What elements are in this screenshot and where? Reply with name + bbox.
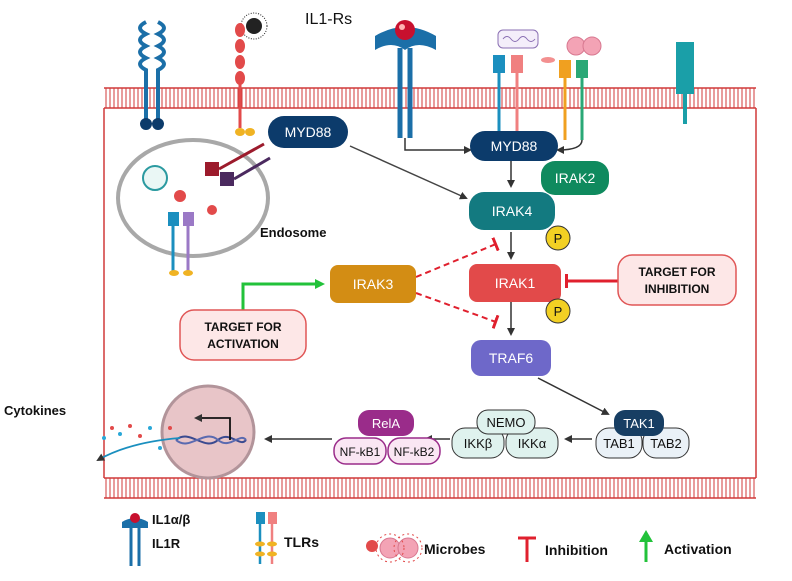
- cytokines-label: Cytokines: [4, 403, 66, 418]
- myd88-endosome-label: MYD88: [285, 124, 332, 140]
- irak1-phospho-label: P: [554, 304, 563, 319]
- irak1-label: IRAK1: [495, 275, 536, 291]
- nemo-label: NEMO: [487, 415, 526, 430]
- target-inhibition-line1: TARGET FOR: [638, 265, 715, 279]
- target-inhibition-box: TARGET FOR INHIBITION: [617, 254, 737, 306]
- legend-inhibition-label: Inhibition: [545, 542, 608, 558]
- irak4-phospho-label: P: [554, 231, 563, 246]
- tak1-complex: TAB1 TAB2 TAK1: [595, 410, 690, 459]
- myd88-node: MYD88: [470, 131, 558, 161]
- legend-activation-icon: [639, 530, 653, 562]
- ikkb-label: IKKβ: [464, 436, 492, 451]
- target-inhibition-line2: INHIBITION: [645, 282, 710, 296]
- nfkb2-label: NF-kB2: [394, 445, 435, 459]
- myd88-label: MYD88: [491, 138, 538, 154]
- irak3-inhibition-lines: [415, 237, 500, 329]
- irak1-node: IRAK1: [469, 264, 561, 302]
- irak3-node: IRAK3: [330, 265, 416, 303]
- tab1-label: TAB1: [603, 436, 635, 451]
- legend-microbes-label: Microbes: [424, 541, 486, 557]
- legend-il1r-label: IL1R: [152, 536, 181, 551]
- endosome: [116, 138, 271, 276]
- endosome-label: Endosome: [260, 225, 326, 240]
- irak3-label: IRAK3: [353, 276, 394, 292]
- activation-arrow: [241, 279, 325, 310]
- irak2-node: IRAK2: [541, 161, 609, 195]
- legend: IL1α/β IL1R TLRs Microbes Inhibition: [122, 512, 732, 566]
- legend-inhibition-icon: [518, 536, 536, 562]
- tak1-label: TAK1: [623, 416, 655, 431]
- irak2-label: IRAK2: [555, 170, 596, 186]
- legend-tlrs-label: TLRs: [284, 534, 319, 550]
- tab2-label: TAB2: [650, 436, 682, 451]
- legend-microbes-icon: [366, 533, 423, 563]
- nfkb-complex: NF-kB1 NF-kB2 RelA: [333, 410, 441, 465]
- tlr-heterodimer-1: [493, 29, 539, 140]
- legend-activation-label: Activation: [664, 541, 732, 557]
- legend-il1r-icon: [122, 513, 148, 566]
- legend-il1-label: IL1α/β: [152, 512, 190, 527]
- irak4-phospho: P: [545, 225, 571, 251]
- tlr-heterodimer-2: [541, 36, 602, 140]
- target-activation-line1: TARGET FOR: [204, 320, 281, 334]
- legend-tlr-icon: [255, 512, 277, 564]
- il1-receptor: [375, 20, 436, 138]
- irak4-label: IRAK4: [492, 203, 533, 219]
- traf6-node: TRAF6: [471, 340, 551, 376]
- target-activation-line2: ACTIVATION: [207, 337, 279, 351]
- il1rs-label: IL1-Rs: [305, 11, 352, 28]
- myd88-endosome-node: MYD88: [268, 116, 348, 148]
- irak4-node: IRAK4: [469, 192, 555, 230]
- nfkb1-label: NF-kB1: [340, 445, 381, 459]
- tlr-column-receptor: [676, 42, 694, 124]
- tlr-flagellin-receptor: [235, 12, 268, 136]
- pathway-arrows: [264, 138, 610, 443]
- ikk-complex: IKKβ IKKα NEMO: [451, 409, 559, 459]
- target-activation-box: TARGET FOR ACTIVATION: [179, 309, 307, 361]
- tlr-coil-receptor: [138, 20, 166, 130]
- irak1-phospho: P: [545, 298, 571, 324]
- cytokine-release: [96, 424, 181, 461]
- nucleus: [160, 384, 256, 480]
- traf6-label: TRAF6: [489, 350, 534, 366]
- ikka-label: IKKα: [518, 436, 547, 451]
- rela-label: RelA: [372, 416, 401, 431]
